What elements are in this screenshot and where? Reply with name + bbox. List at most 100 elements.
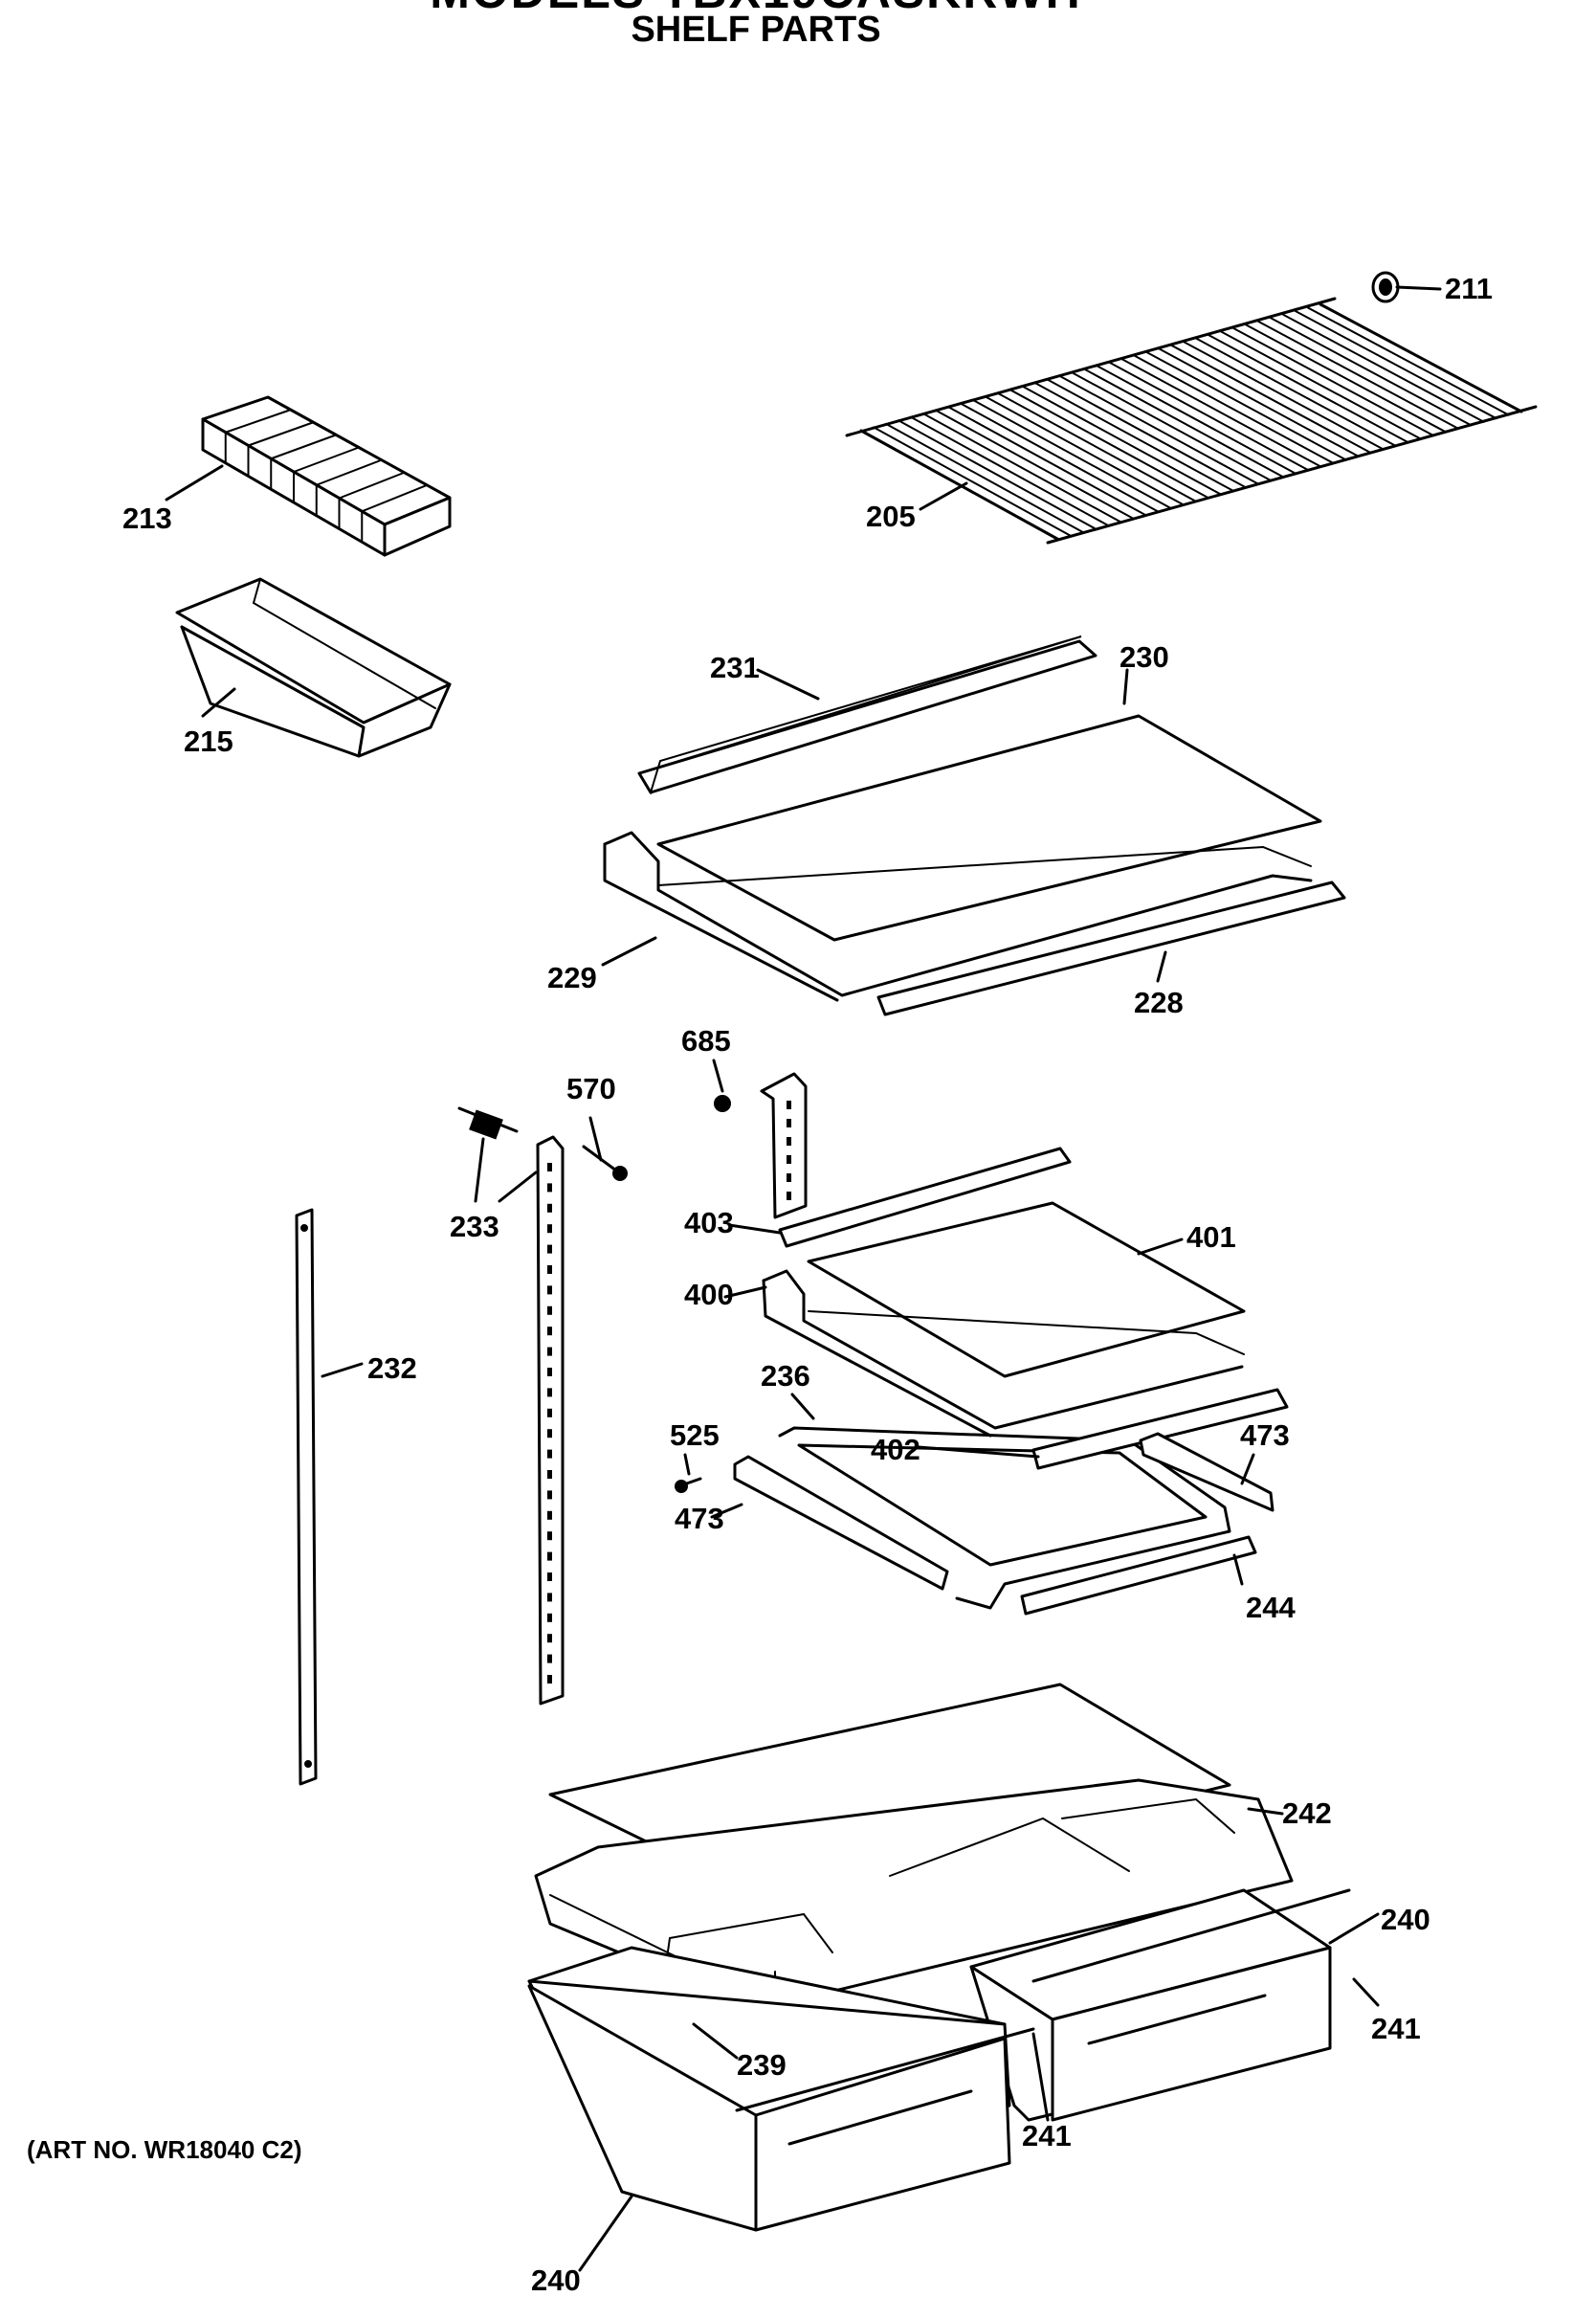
- ladder-slot: [547, 1305, 552, 1315]
- wire-rod: [1120, 358, 1322, 468]
- part-228-front-trim: [876, 881, 1346, 1016]
- wire-rod: [1033, 382, 1234, 492]
- wire-rod: [909, 415, 1109, 526]
- shelf-ladder-bracket-short: [760, 1072, 808, 1219]
- wire-rod: [1220, 330, 1423, 440]
- callout-233: 233: [450, 1210, 499, 1243]
- ladder-slot: [547, 1551, 552, 1561]
- ladder-slot: [547, 1388, 552, 1397]
- ladder-slot: [547, 1183, 552, 1193]
- ice-cube-divider: [270, 434, 338, 460]
- part-525-screw: [675, 1477, 702, 1493]
- wire-rod: [959, 402, 1159, 513]
- ladder-slot: [547, 1347, 552, 1356]
- callout-213: 213: [122, 502, 172, 535]
- ladder-slot: [547, 1429, 552, 1438]
- ladder-slot: [547, 1265, 552, 1274]
- callout-401: 401: [1186, 1220, 1236, 1254]
- ice-cube-divider: [224, 409, 292, 434]
- ladder-slot: [787, 1101, 791, 1109]
- part-229-shelf-frame: [603, 831, 1313, 1002]
- ladder-slot: [547, 1634, 552, 1643]
- part-205-wire-shelf: [845, 297, 1538, 545]
- ladder-slot: [547, 1449, 552, 1459]
- wire-rod: [1009, 389, 1209, 499]
- wire-rod: [1208, 334, 1410, 444]
- callout-241-left: 241: [1022, 2119, 1072, 2152]
- part-473-rail-right: [1139, 1432, 1275, 1512]
- callout-228: 228: [1134, 986, 1184, 1019]
- ladder-slot: [547, 1510, 552, 1520]
- callout-236: 236: [761, 1359, 810, 1393]
- ladder-slot: [787, 1155, 791, 1164]
- wire-rod: [971, 398, 1171, 509]
- callout-229: 229: [547, 961, 597, 994]
- ladder-slot: [787, 1173, 791, 1182]
- ice-cube-divider: [293, 446, 360, 473]
- wire-rod: [946, 406, 1146, 516]
- art-number: (ART NO. WR18040 C2): [27, 2135, 302, 2164]
- ladder-slot: [547, 1470, 552, 1479]
- callout-473-right: 473: [1240, 1418, 1290, 1452]
- wire-rod: [872, 426, 1072, 537]
- wire-rod: [860, 430, 1058, 540]
- wire-rod: [884, 422, 1084, 533]
- part-215-door-bin: [175, 577, 452, 758]
- callout-400: 400: [684, 1278, 734, 1311]
- shelf-ladder-tall: [536, 1135, 565, 1706]
- callout-403: 403: [684, 1206, 734, 1239]
- ladder-slot: [547, 1163, 552, 1171]
- wire-rod: [934, 409, 1134, 520]
- wire-rod: [1319, 303, 1522, 413]
- wire-rod: [897, 419, 1097, 530]
- wire-rod: [1270, 317, 1473, 427]
- part-232-vertical-strip: [295, 1208, 318, 1786]
- ice-cube-divider: [338, 471, 406, 500]
- callout-239: 239: [737, 2048, 787, 2082]
- ladder-slot: [787, 1119, 791, 1127]
- part-403-shelf-trim: [778, 1147, 1072, 1248]
- callout-240-right: 240: [1381, 1903, 1430, 1936]
- callout-525: 525: [670, 1418, 720, 1452]
- wire-rod: [1071, 371, 1272, 481]
- part-211-grommet: [1371, 271, 1400, 303]
- ladder-slot: [547, 1368, 552, 1376]
- part-236-crisper-pan: [778, 1426, 1231, 1610]
- part-230-glass-shelf: [656, 714, 1322, 942]
- ladder-slot: [547, 1327, 552, 1336]
- ladder-slot: [547, 1531, 552, 1541]
- ladder-slot: [547, 1654, 552, 1663]
- wire-rod: [996, 391, 1197, 502]
- callout-473-left: 473: [675, 1502, 724, 1535]
- wire-rod: [1108, 361, 1310, 472]
- wire-rod: [1183, 341, 1385, 451]
- ladder-slot: [547, 1572, 552, 1581]
- part-473-rail-left: [733, 1455, 949, 1591]
- ladder-slot: [547, 1593, 552, 1602]
- part-685-screw: [714, 1095, 731, 1112]
- wire-rod: [984, 395, 1185, 506]
- page-title: SHELF PARTS: [631, 10, 881, 50]
- ladder-slot: [787, 1192, 791, 1200]
- wire-rod: [1058, 374, 1259, 485]
- part-231-shelf-trim: [637, 636, 1097, 795]
- part-400-shelf-frame: [762, 1269, 1245, 1438]
- part-401-glass-shelf: [807, 1201, 1246, 1378]
- ice-cube-divider: [315, 458, 383, 486]
- part-240-drawer-left: [527, 1946, 1011, 2232]
- wire-rod: [1307, 306, 1510, 416]
- ice-cube-divider: [247, 421, 315, 447]
- ladder-slot: [547, 1490, 552, 1500]
- part-233-clip: [457, 1106, 519, 1140]
- callout-215: 215: [184, 725, 233, 758]
- wire-rod: [1195, 337, 1397, 447]
- ladder-slot: [547, 1203, 552, 1213]
- part-244-front-trim: [1020, 1535, 1257, 1616]
- ladder-slot: [547, 1675, 552, 1684]
- wire-rod: [1158, 347, 1360, 457]
- wire-rod: [1257, 320, 1460, 430]
- wire-rod: [1046, 378, 1247, 489]
- ladder-slot: [547, 1408, 552, 1417]
- wire-rod: [1282, 313, 1485, 423]
